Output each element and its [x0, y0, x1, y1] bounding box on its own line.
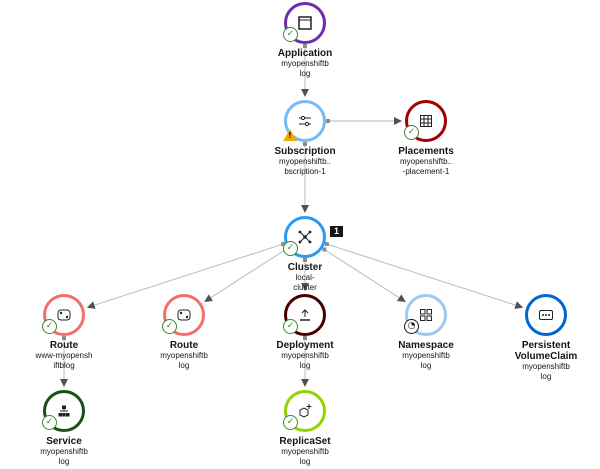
status-ok-icon: ✓ [283, 27, 298, 42]
edge-source-handle [324, 242, 329, 247]
node-subtitle: myopenshiftb [281, 59, 329, 68]
placements-icon [408, 103, 444, 139]
edge-source-handle [326, 119, 330, 123]
status-ok-icon: ✓ [162, 319, 177, 334]
deployment-node-ring[interactable]: ✓ [283, 294, 326, 336]
node-title-line-2: VolumeClaim [514, 351, 578, 362]
node-subtitle: log [178, 361, 190, 370]
deployment-icon [287, 297, 323, 333]
status-ok-icon: ✓ [283, 319, 298, 334]
node-title: Subscription [274, 146, 336, 157]
node-subtitle: -placement-1 [402, 167, 450, 176]
route-icon [46, 297, 82, 333]
node-subtitle: log [299, 69, 311, 78]
cluster-icon [287, 219, 323, 255]
status-ok-icon: ✓ [283, 241, 298, 256]
node-subtitle: local- [295, 273, 315, 282]
node-persistent-volume-claim[interactable]: Persistent VolumeClaim myopenshiftb log [486, 294, 600, 382]
application-icon [287, 5, 323, 41]
pending-icon: ◔ [404, 319, 419, 334]
node-service[interactable]: ✓ Service myopenshiftb log [4, 390, 124, 467]
node-placements[interactable]: ✓ Placements myopenshiftb.. -placement-1 [366, 100, 486, 177]
node-title: Application [277, 48, 333, 59]
node-title: ReplicaSet [279, 436, 331, 447]
edge-source-handle [303, 336, 307, 340]
cluster-count-badge: 1 [329, 225, 345, 238]
node-subtitle: log [58, 457, 70, 466]
status-ok-icon: ✓ [42, 415, 57, 430]
node-subtitle: myopenshiftb.. [278, 157, 332, 166]
node-deployment[interactable]: ✓ Deployment myopenshiftb log [245, 294, 365, 371]
namespace-icon [408, 297, 444, 333]
edge-cluster-route2 [204, 249, 286, 302]
status-ok-icon: ✓ [404, 125, 419, 140]
node-subtitle: myopenshiftb [522, 362, 570, 371]
service-icon [46, 393, 82, 429]
edge-source-handle [303, 142, 307, 146]
route-node-ring[interactable]: ✓ [162, 294, 205, 336]
storage-icon [528, 297, 564, 333]
edge-source-handle [62, 336, 66, 340]
edge-source-handle [303, 258, 307, 262]
node-subscription[interactable]: ! Subscription myopenshiftb.. bscription… [245, 100, 365, 177]
node-cluster[interactable]: ✓ 1 Cluster local- cluster [245, 216, 365, 293]
namespace-node-ring[interactable]: ◔ [404, 294, 447, 336]
node-subtitle: log [299, 361, 311, 370]
node-subtitle: log [540, 372, 552, 381]
status-ok-icon: ✓ [42, 319, 57, 334]
edge-source-handle [322, 247, 327, 252]
node-subtitle: myopenshiftb [281, 351, 329, 360]
application-node-ring[interactable]: ✓ [283, 2, 326, 44]
edge-cluster-route1 [86, 243, 284, 309]
edge-cluster-namespace [324, 249, 406, 302]
placements-node-ring[interactable]: ✓ [404, 100, 447, 142]
edge-source-handle [303, 44, 307, 48]
subscription-node-ring[interactable]: ! [283, 100, 326, 142]
node-subtitle: iftblog [53, 361, 75, 370]
node-subtitle: myopenshiftb.. [399, 157, 453, 166]
node-subtitle: myopenshiftb [281, 447, 329, 456]
node-subtitle: log [299, 457, 311, 466]
route-node-ring[interactable]: ✓ [42, 294, 85, 336]
node-subtitle: www-myopensh [35, 351, 93, 360]
node-title: Service [46, 436, 82, 447]
subscription-icon [287, 103, 323, 139]
status-ok-icon: ✓ [283, 415, 298, 430]
node-title: Placements [398, 146, 454, 157]
service-node-ring[interactable]: ✓ [42, 390, 85, 432]
node-subtitle: myopenshiftb [40, 447, 88, 456]
edge-cluster-pvc [326, 243, 524, 309]
node-title: Cluster [287, 262, 323, 273]
node-title: Route [49, 340, 79, 351]
node-subtitle: log [420, 361, 432, 370]
node-title: Namespace [398, 340, 454, 351]
route-icon [166, 297, 202, 333]
cluster-node-ring[interactable]: ✓ 1 [283, 216, 345, 258]
node-title: Deployment [276, 340, 334, 351]
node-title: Route [169, 340, 199, 351]
replicaset-icon [287, 393, 323, 429]
node-route-1[interactable]: ✓ Route www-myopensh iftblog [4, 294, 124, 371]
node-replicaset[interactable]: ✓ ReplicaSet myopenshiftb log [245, 390, 365, 467]
node-route-2[interactable]: ✓ Route myopenshiftb log [124, 294, 244, 371]
node-application[interactable]: ✓ Application myopenshiftb log [245, 2, 365, 79]
node-title: Persistent [521, 340, 571, 351]
node-subtitle: myopenshiftb [402, 351, 450, 360]
node-subtitle: myopenshiftb [160, 351, 208, 360]
node-subtitle: cluster [293, 283, 317, 292]
pvc-node-ring[interactable] [525, 294, 567, 336]
warning-icon: ! [283, 129, 297, 141]
replicaset-node-ring[interactable]: ✓ [283, 390, 326, 432]
node-subtitle: bscription-1 [284, 167, 326, 176]
node-namespace[interactable]: ◔ Namespace myopenshiftb log [366, 294, 486, 371]
